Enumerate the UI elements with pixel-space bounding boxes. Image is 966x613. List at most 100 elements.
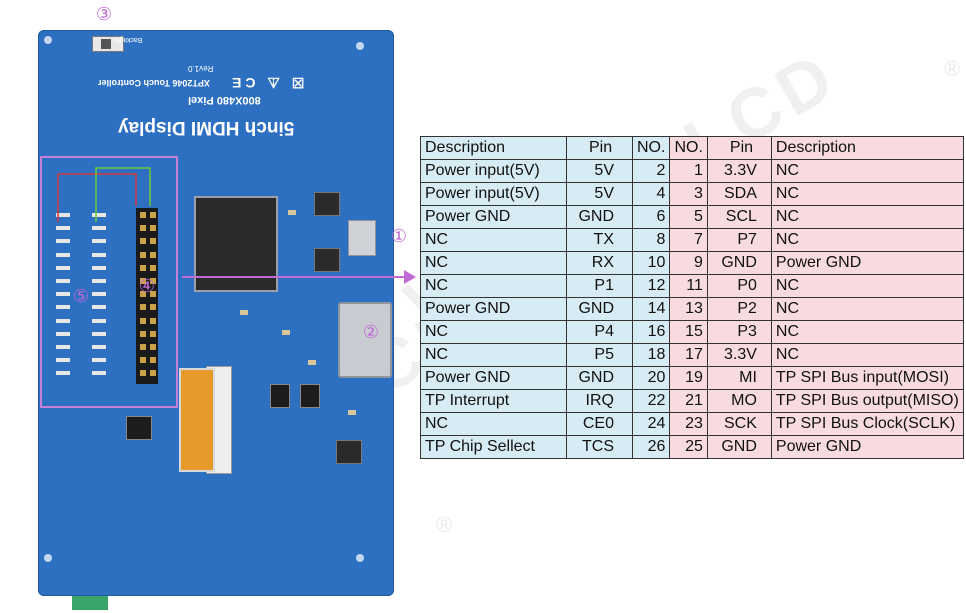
cell-lno: 16 <box>631 320 671 344</box>
cell-rno: 13 <box>669 297 708 321</box>
pcb-pad <box>56 292 70 297</box>
cell-rno: 21 <box>669 389 708 413</box>
cell-rno: 1 <box>669 159 708 183</box>
cell-lpin: 5V <box>566 159 633 183</box>
pcb-pad <box>56 239 70 244</box>
micro-usb-port <box>348 220 376 256</box>
marker-1: ① <box>390 226 408 246</box>
cell-rno: 5 <box>669 205 708 229</box>
callout-arrow-head <box>404 270 416 284</box>
pcb-pad <box>56 213 70 217</box>
cell-rno: 7 <box>669 228 708 252</box>
cell-ldesc: NC <box>420 412 567 436</box>
switch-knob[interactable] <box>101 39 111 49</box>
cell-lno: 20 <box>631 366 671 390</box>
cell-rpin: P3 <box>706 320 772 344</box>
cell-rdesc: TP SPI Bus input(MOSI) <box>770 366 964 390</box>
header-pin <box>150 212 156 218</box>
cell-lpin: TX <box>566 228 633 252</box>
cell-ldesc: Power input(5V) <box>420 159 567 183</box>
header-pin <box>150 357 156 364</box>
header-pin <box>140 357 146 364</box>
pcb-pad <box>92 371 106 376</box>
cell-ldesc: TP Interrupt <box>420 389 567 413</box>
header-pin <box>140 264 146 271</box>
pin-highlight-box <box>40 156 178 408</box>
header-pin <box>140 317 146 324</box>
cell-rpin: P2 <box>706 297 772 321</box>
cell-rpin: 3.3V <box>706 159 772 183</box>
header-right-no: NO. <box>669 136 708 160</box>
mount-hole <box>356 554 364 562</box>
capacitor <box>282 330 290 335</box>
cell-lno: 10 <box>631 251 671 275</box>
mount-hole <box>44 36 52 44</box>
header-pin <box>140 370 146 377</box>
watermark-reg-mark: ® <box>436 512 453 537</box>
header-left-description: Description <box>420 136 567 160</box>
cell-lpin: P1 <box>566 274 633 298</box>
cell-lno: 22 <box>631 389 671 413</box>
cell-lno: 12 <box>631 274 671 298</box>
header-right-pin: Pin <box>706 136 772 160</box>
capacitor <box>288 210 296 215</box>
header-pin <box>150 238 156 245</box>
cell-lpin: GND <box>566 297 633 321</box>
red-wire <box>57 173 137 222</box>
cell-ldesc: Power GND <box>420 297 567 321</box>
marker-5: ⑤ <box>72 286 90 306</box>
pcb-pad <box>92 279 106 283</box>
cell-rno: 25 <box>669 435 708 459</box>
header-pin <box>140 291 146 298</box>
cell-rpin: P7 <box>706 228 772 252</box>
header-pin <box>150 278 156 284</box>
cell-rno: 23 <box>669 412 708 436</box>
cell-ldesc: Power GND <box>420 205 567 229</box>
pcb-pad <box>56 252 70 257</box>
cell-rno: 11 <box>669 274 708 298</box>
header-left-pin: Pin <box>566 136 633 160</box>
cell-lno: 6 <box>631 205 671 229</box>
cell-ldesc: Power input(5V) <box>420 182 567 206</box>
header-pin <box>140 278 146 284</box>
header-pin <box>150 291 156 298</box>
green-wire <box>95 167 151 222</box>
header-right-description: Description <box>770 136 964 160</box>
cell-rno: 19 <box>669 366 708 390</box>
header-left-no: NO. <box>631 136 671 160</box>
inductor <box>336 440 362 464</box>
pcb-pad <box>56 318 70 323</box>
cell-rno: 9 <box>669 251 708 275</box>
pcb-pad <box>56 371 70 376</box>
cell-ldesc: TP Chip Sellect <box>420 435 567 459</box>
cell-rpin: SDA <box>706 182 772 206</box>
pin-table: Description Pin NO. NO. Pin Description … <box>420 136 964 459</box>
pcb-pad <box>92 252 106 257</box>
header-pin <box>140 212 146 218</box>
cell-rno: 3 <box>669 182 708 206</box>
cell-rdesc: NC <box>770 228 964 252</box>
hdmi-port <box>338 302 392 378</box>
pcb-pad <box>92 226 106 231</box>
pcb-pad <box>56 265 70 270</box>
backlight-switch[interactable] <box>92 36 124 52</box>
cell-rdesc: TP SPI Bus output(MISO) <box>770 389 964 413</box>
cell-lno: 26 <box>631 435 671 459</box>
cell-rdesc: NC <box>770 159 964 183</box>
header-pin <box>140 238 146 245</box>
mount-hole <box>44 554 52 562</box>
pcb-pad <box>92 305 106 310</box>
fpc-ribbon <box>179 368 215 472</box>
cell-ldesc: NC <box>420 274 567 298</box>
pcb-pad <box>92 239 106 244</box>
header-pin <box>150 330 156 337</box>
